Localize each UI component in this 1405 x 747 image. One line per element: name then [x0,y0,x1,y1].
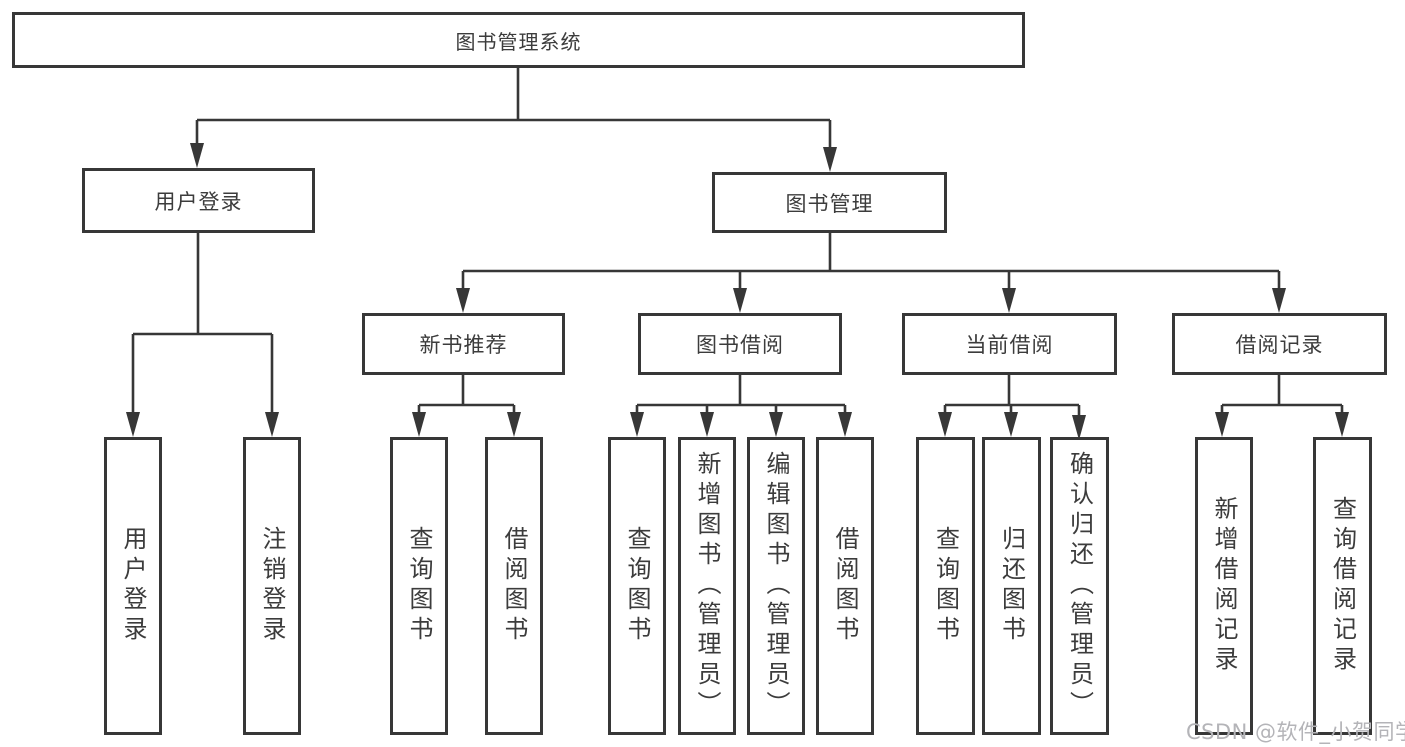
arrowhead-icon [823,147,837,172]
arrowhead-icon [412,412,426,437]
leaf-query-borrow-record: 查询借阅记录 [1313,437,1372,735]
node-new-book-recommendation: 新书推荐 [362,313,565,375]
arrowhead-icon [630,412,644,437]
arrowhead-icon [507,412,521,437]
arrowhead-icon [1215,412,1229,437]
leaf-add-borrow-record: 新增借阅记录 [1195,437,1253,735]
node-user-login: 用户登录 [82,168,315,233]
arrowhead-icon [1272,288,1286,313]
leaf-logout: 注销登录 [243,437,301,735]
leaf-user-login: 用户登录 [104,437,162,735]
node-book-borrowing: 图书借阅 [638,313,842,375]
arrowhead-icon [126,412,140,437]
arrowhead-icon [265,412,279,437]
leaf-borrow-books-borrowing: 借阅图书 [816,437,874,735]
node-book-management: 图书管理 [712,172,947,233]
leaf-add-books-admin: 新增图书（管理员） [678,437,736,735]
arrowhead-icon [938,412,952,437]
arrowhead-icon [700,412,714,437]
node-current-borrowing: 当前借阅 [902,313,1117,375]
arrowhead-icon [733,288,747,313]
leaf-return-books: 归还图书 [982,437,1041,735]
arrowhead-icon [1004,412,1018,437]
arrowhead-icon [1335,412,1349,437]
node-library-management-system: 图书管理系统 [12,12,1025,68]
arrowhead-icon [190,143,204,168]
leaf-query-books-recommend: 查询图书 [390,437,448,735]
arrowhead-icon [838,412,852,437]
csdn-watermark: CSDN @软件_小贺同学 [1186,720,1405,744]
leaf-edit-books-admin: 编辑图书（管理员） [747,437,805,735]
node-borrowing-records: 借阅记录 [1172,313,1387,375]
arrowhead-icon [456,288,470,313]
leaf-query-books-borrowing: 查询图书 [608,437,666,735]
leaf-borrow-books-recommend: 借阅图书 [485,437,543,735]
arrowhead-icon [769,412,783,437]
leaf-query-books-current: 查询图书 [916,437,975,735]
arrowhead-icon [1002,288,1016,313]
leaf-confirm-return-admin: 确认归还（管理员） [1050,437,1109,735]
